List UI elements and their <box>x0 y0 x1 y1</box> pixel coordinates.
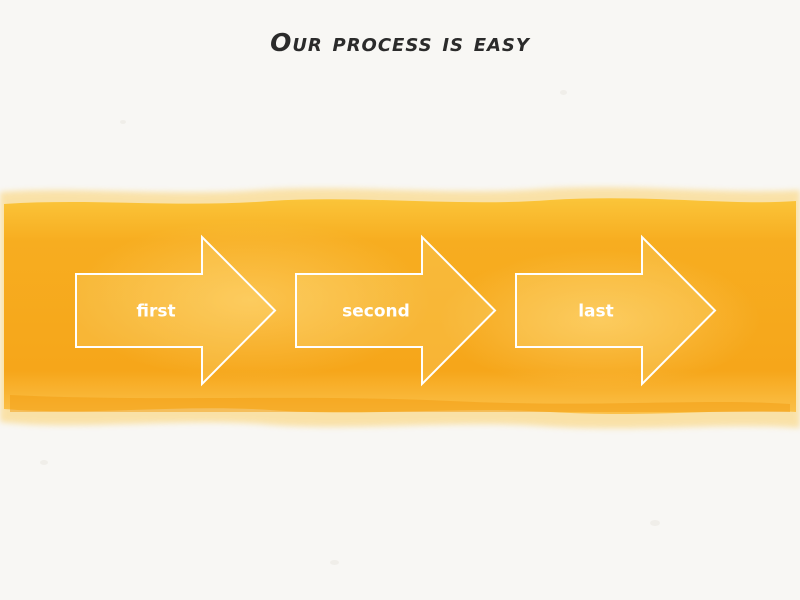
watercolor-band <box>0 187 800 429</box>
arrow-shape <box>515 234 717 387</box>
step-label: second <box>342 302 410 322</box>
step-arrow-2: second <box>295 234 497 387</box>
arrow-shape <box>295 234 497 387</box>
step-label: last <box>578 302 614 322</box>
step-arrow-3: last <box>515 234 717 387</box>
arrow-shape <box>75 234 277 387</box>
page-title: Our process is easy <box>270 28 530 57</box>
step-label: first <box>136 302 175 322</box>
step-arrow-1: first <box>75 234 277 387</box>
